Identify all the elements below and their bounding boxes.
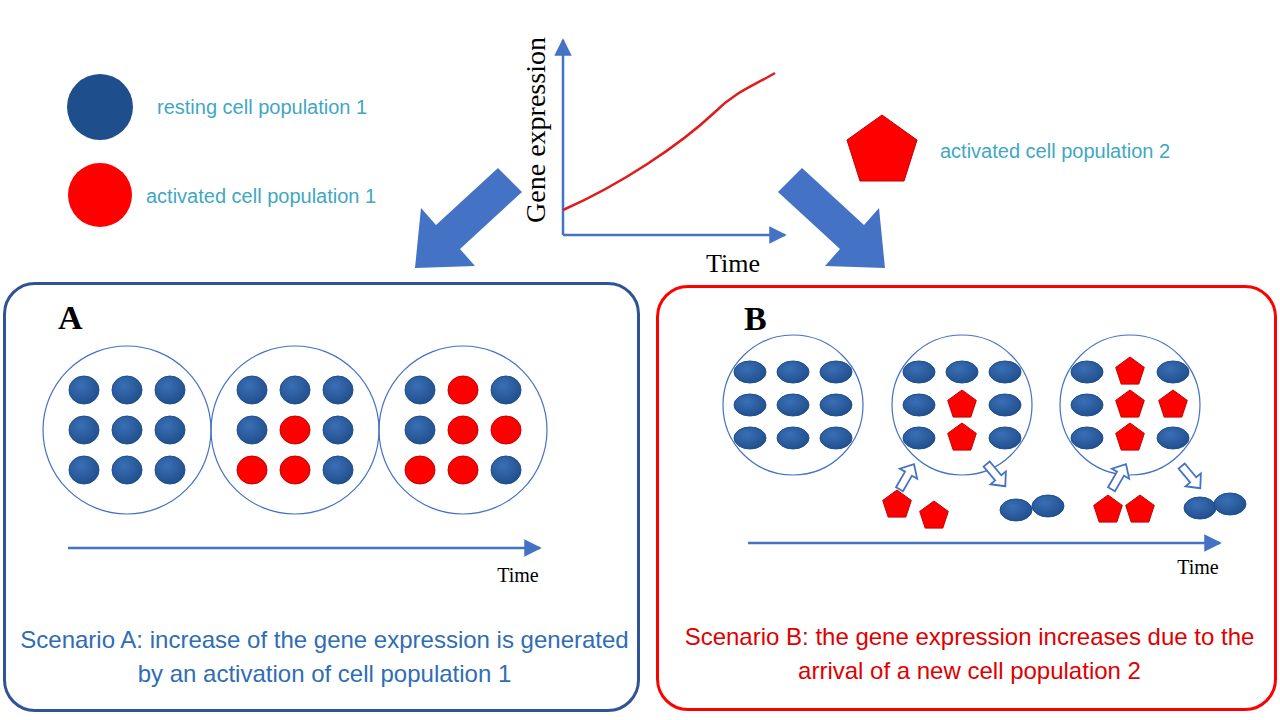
resting-cell	[777, 427, 809, 449]
legend-swatch	[68, 163, 132, 227]
big-arrow	[778, 168, 885, 268]
activated-cell	[491, 416, 521, 444]
new-cell	[1116, 357, 1145, 384]
tissue-circle	[379, 346, 547, 514]
time-label: Time	[497, 565, 539, 585]
resting-cell	[1071, 394, 1103, 416]
resting-cell	[237, 376, 267, 404]
migration-arrow	[1103, 459, 1135, 494]
legend-text: resting cell population 1	[157, 97, 367, 117]
new-cell	[1116, 390, 1145, 417]
resting-cell	[491, 456, 521, 484]
resting-cell	[69, 376, 99, 404]
scenario-caption: Scenario A: increase of the gene express…	[16, 623, 633, 690]
resting-cell	[1071, 427, 1103, 449]
resting-cell	[734, 361, 766, 383]
resting-cell	[69, 416, 99, 444]
resting-cell	[734, 427, 766, 449]
resting-cell	[1000, 499, 1032, 521]
resting-cell	[280, 376, 310, 404]
resting-cell	[1157, 361, 1189, 383]
resting-cell	[323, 376, 353, 404]
resting-cell	[155, 376, 185, 404]
resting-cell	[405, 376, 435, 404]
legend-text: activated cell population 1	[146, 186, 376, 206]
resting-cell	[903, 361, 935, 383]
new-cell	[1094, 495, 1123, 522]
resting-cell	[155, 456, 185, 484]
resting-cell	[1032, 495, 1064, 517]
resting-cell	[903, 394, 935, 416]
tissue-circle	[43, 346, 211, 514]
new-cell	[948, 390, 977, 417]
resting-cell	[155, 416, 185, 444]
resting-cell	[1157, 427, 1189, 449]
panel-letter: A	[58, 301, 83, 335]
resting-cell	[1184, 497, 1216, 519]
resting-cell	[989, 427, 1021, 449]
resting-cell	[405, 416, 435, 444]
resting-cell	[734, 394, 766, 416]
activated-cell	[405, 456, 435, 484]
resting-cell	[112, 416, 142, 444]
new-cell	[948, 423, 977, 450]
tissue-circle	[892, 335, 1032, 475]
tissue-circle	[723, 335, 863, 475]
new-cell	[1159, 390, 1188, 417]
panel-letter: B	[744, 302, 767, 336]
axis-label: Gene expression	[522, 37, 550, 223]
resting-cell	[820, 361, 852, 383]
resting-cell	[989, 361, 1021, 383]
resting-cell	[777, 394, 809, 416]
activated-cell	[237, 456, 267, 484]
line-chart	[563, 40, 785, 235]
legend-text: activated cell population 2	[940, 141, 1170, 161]
legend-swatch	[67, 74, 133, 140]
time-label: Time	[1177, 557, 1219, 577]
resting-cell	[491, 376, 521, 404]
new-cell	[883, 490, 912, 517]
tissue-circle	[1060, 335, 1200, 475]
resting-cell	[69, 456, 99, 484]
time-arrow	[68, 547, 540, 550]
scenario-caption: Scenario B: the gene expression increase…	[669, 620, 1270, 687]
resting-cell	[903, 427, 935, 449]
new-cell	[920, 501, 949, 528]
activated-cell	[448, 456, 478, 484]
activated-cell	[280, 416, 310, 444]
resting-cell	[820, 394, 852, 416]
resting-cell	[1071, 361, 1103, 383]
scenario-box: B Scenario B: the gene expression increas…	[656, 285, 1277, 711]
migration-arrow	[1174, 460, 1208, 495]
resting-cell	[112, 456, 142, 484]
time-arrow	[748, 542, 1220, 545]
resting-cell	[323, 456, 353, 484]
pentagon-sample	[847, 115, 917, 181]
activated-cell	[280, 456, 310, 484]
migration-arrow	[979, 458, 1013, 493]
resting-cell	[1214, 493, 1246, 515]
resting-cell	[777, 361, 809, 383]
activated-cell	[448, 416, 478, 444]
migration-arrow	[891, 459, 923, 494]
resting-cell	[820, 427, 852, 449]
resting-cell	[237, 416, 267, 444]
new-cell	[1116, 423, 1145, 450]
resting-cell	[323, 416, 353, 444]
scenario-box: A Scenario A: increase of the gene expres…	[3, 282, 640, 712]
axis-label: Time	[706, 251, 760, 277]
new-cell	[1126, 495, 1155, 522]
big-arrow	[415, 168, 522, 268]
tissue-circle	[211, 346, 379, 514]
resting-cell	[989, 394, 1021, 416]
resting-cell	[112, 376, 142, 404]
resting-cell	[946, 361, 978, 383]
activated-cell	[448, 376, 478, 404]
